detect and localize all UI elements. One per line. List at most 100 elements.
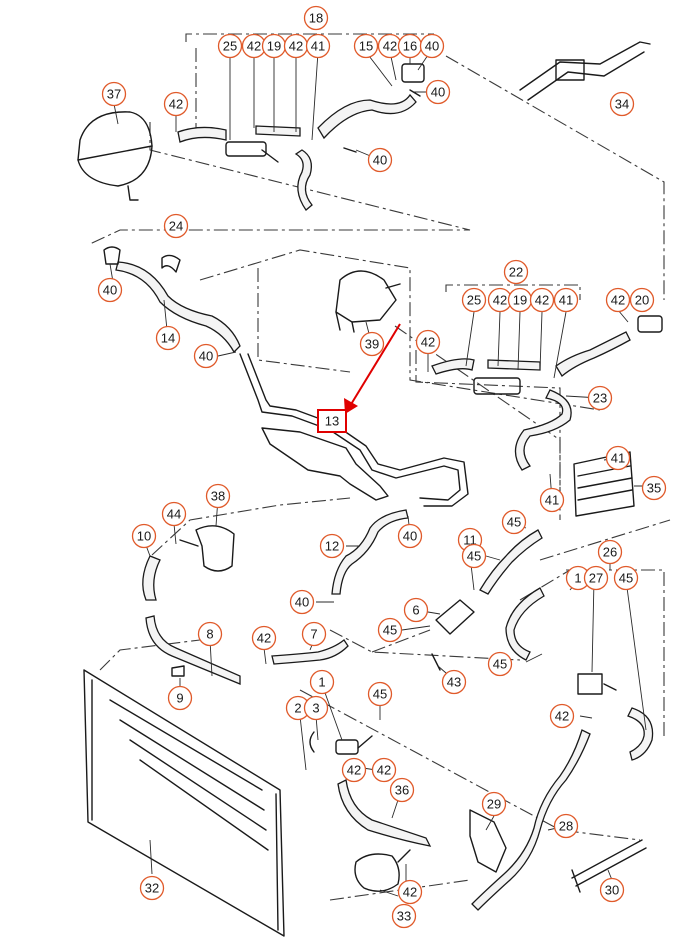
callout-circle bbox=[629, 287, 655, 313]
parts-linework bbox=[77, 41, 663, 937]
callout-circle bbox=[289, 589, 315, 615]
callout-45[interactable]: 45 bbox=[501, 509, 527, 535]
highlight-arrow bbox=[349, 323, 401, 407]
callout-label: 42 bbox=[257, 631, 271, 646]
callout-41[interactable]: 41 bbox=[305, 33, 331, 59]
callout-42[interactable]: 42 bbox=[163, 91, 189, 117]
callout-7[interactable]: 7 bbox=[301, 621, 327, 647]
callout-label: 24 bbox=[169, 219, 183, 234]
callout-41[interactable]: 41 bbox=[539, 487, 565, 513]
callout-40[interactable]: 40 bbox=[367, 147, 393, 173]
callout-label: 42 bbox=[169, 97, 183, 112]
callout-39[interactable]: 39 bbox=[359, 331, 385, 357]
callout-label: 43 bbox=[447, 675, 461, 690]
callout-circle bbox=[425, 79, 451, 105]
callout-19[interactable]: 19 bbox=[507, 287, 533, 313]
callout-28[interactable]: 28 bbox=[553, 813, 579, 839]
callout-label: 19 bbox=[267, 39, 281, 54]
callout-20[interactable]: 20 bbox=[629, 287, 655, 313]
callout-42[interactable]: 42 bbox=[341, 757, 367, 783]
callout-45[interactable]: 45 bbox=[461, 543, 487, 569]
callout-32[interactable]: 32 bbox=[139, 875, 165, 901]
callout-25[interactable]: 25 bbox=[217, 33, 243, 59]
callout-35[interactable]: 35 bbox=[641, 475, 667, 501]
callout-label: 41 bbox=[311, 39, 325, 54]
callout-42[interactable]: 42 bbox=[415, 329, 441, 355]
highlight-label: 13 bbox=[325, 414, 339, 429]
callout-25[interactable]: 25 bbox=[461, 287, 487, 313]
callout-9[interactable]: 9 bbox=[167, 685, 193, 711]
callout-40[interactable]: 40 bbox=[97, 277, 123, 303]
callout-6[interactable]: 6 bbox=[403, 597, 429, 623]
callout-42[interactable]: 42 bbox=[283, 33, 309, 59]
callout-label: 38 bbox=[211, 489, 225, 504]
callout-45[interactable]: 45 bbox=[377, 617, 403, 643]
callout-22[interactable]: 22 bbox=[503, 259, 529, 285]
callout-27[interactable]: 27 bbox=[583, 565, 609, 591]
callout-circle bbox=[161, 501, 187, 527]
callout-37[interactable]: 37 bbox=[101, 81, 127, 107]
callout-label: 40 bbox=[199, 349, 213, 364]
callout-circle bbox=[391, 903, 417, 929]
callout-42[interactable]: 42 bbox=[251, 625, 277, 651]
callout-41[interactable]: 41 bbox=[605, 445, 631, 471]
callout-circle bbox=[305, 33, 331, 59]
callout-label: 14 bbox=[161, 331, 175, 346]
callout-label: 40 bbox=[431, 85, 445, 100]
callout-40[interactable]: 40 bbox=[289, 589, 315, 615]
callout-label: 42 bbox=[383, 39, 397, 54]
callout-circle bbox=[301, 621, 327, 647]
callout-45[interactable]: 45 bbox=[367, 681, 393, 707]
callout-41[interactable]: 41 bbox=[553, 287, 579, 313]
callout-43[interactable]: 43 bbox=[441, 669, 467, 695]
callout-circle bbox=[461, 543, 487, 569]
callout-3[interactable]: 3 bbox=[303, 695, 329, 721]
callout-36[interactable]: 36 bbox=[389, 777, 415, 803]
callout-19[interactable]: 19 bbox=[261, 33, 287, 59]
callout-40[interactable]: 40 bbox=[193, 343, 219, 369]
callout-label: 41 bbox=[545, 493, 559, 508]
callout-circle bbox=[553, 813, 579, 839]
highlight-box[interactable] bbox=[317, 409, 347, 433]
callout-44[interactable]: 44 bbox=[161, 501, 187, 527]
callout-2[interactable]: 2 bbox=[285, 695, 311, 721]
callout-42[interactable]: 42 bbox=[529, 287, 555, 313]
callout-1[interactable]: 1 bbox=[309, 669, 335, 695]
callout-label: 3 bbox=[312, 701, 319, 716]
callout-circle bbox=[415, 329, 441, 355]
callout-10[interactable]: 10 bbox=[131, 523, 157, 549]
callout-circle bbox=[599, 877, 625, 903]
callout-8[interactable]: 8 bbox=[197, 621, 223, 647]
callout-42[interactable]: 42 bbox=[371, 757, 397, 783]
callout-42[interactable]: 42 bbox=[549, 703, 575, 729]
callout-15[interactable]: 15 bbox=[353, 33, 379, 59]
callout-45[interactable]: 45 bbox=[613, 565, 639, 591]
callout-label: 42 bbox=[493, 293, 507, 308]
callout-16[interactable]: 16 bbox=[397, 33, 423, 59]
callout-label: 42 bbox=[247, 39, 261, 54]
callout-18[interactable]: 18 bbox=[303, 5, 329, 31]
callout-circle bbox=[597, 539, 623, 565]
callout-34[interactable]: 34 bbox=[609, 91, 635, 117]
callout-14[interactable]: 14 bbox=[155, 325, 181, 351]
callout-42[interactable]: 42 bbox=[487, 287, 513, 313]
callout-30[interactable]: 30 bbox=[599, 877, 625, 903]
callout-42[interactable]: 42 bbox=[241, 33, 267, 59]
callout-42[interactable]: 42 bbox=[397, 879, 423, 905]
callout-40[interactable]: 40 bbox=[397, 523, 423, 549]
callout-circle bbox=[309, 669, 335, 695]
callout-29[interactable]: 29 bbox=[481, 791, 507, 817]
callout-24[interactable]: 24 bbox=[163, 213, 189, 239]
callout-40[interactable]: 40 bbox=[419, 33, 445, 59]
callout-circle bbox=[583, 565, 609, 591]
callout-38[interactable]: 38 bbox=[205, 483, 231, 509]
callout-45[interactable]: 45 bbox=[487, 651, 513, 677]
callout-label: 44 bbox=[167, 507, 181, 522]
callout-label: 20 bbox=[635, 293, 649, 308]
callout-42[interactable]: 42 bbox=[605, 287, 631, 313]
callout-33[interactable]: 33 bbox=[391, 903, 417, 929]
callout-23[interactable]: 23 bbox=[587, 385, 613, 411]
callout-26[interactable]: 26 bbox=[597, 539, 623, 565]
callout-12[interactable]: 12 bbox=[319, 533, 345, 559]
callout-40[interactable]: 40 bbox=[425, 79, 451, 105]
